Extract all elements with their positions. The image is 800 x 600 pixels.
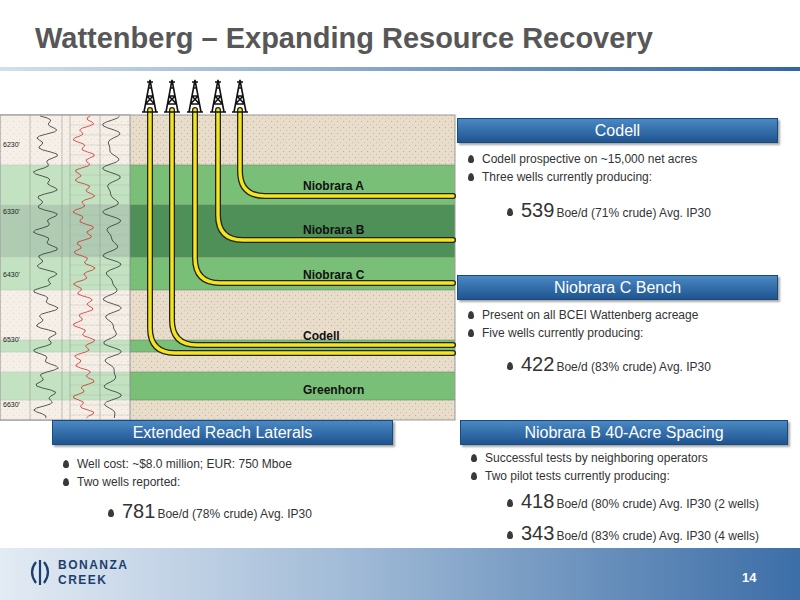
bullet-item: Two pilot tests currently producing: (460, 467, 788, 485)
formation-label: Niobrara A (303, 179, 364, 193)
bullet-drop (468, 311, 474, 319)
bullet-list: Successful tests by neighboring operator… (460, 449, 788, 485)
bullet-text: Codell prospective on ~15,000 net acres (482, 152, 697, 166)
bullet-item: Codell prospective on ~15,000 net acres (457, 150, 778, 168)
formation-label: Niobrara C (303, 268, 364, 282)
info-panel: Niobrara B 40-Acre SpacingSuccessful tes… (460, 420, 788, 545)
depth-label: 6530' (3, 336, 20, 343)
page-number: 14 (742, 570, 756, 585)
stat-unit: Boe/d (71% crude) Avg. IP30 (556, 206, 711, 220)
bullet-drop (468, 173, 474, 181)
logo-text: CREEK (58, 573, 108, 587)
formation-label: Codell (303, 329, 340, 343)
formation-band: Niobrara B (303, 220, 364, 238)
bullet-drop (108, 509, 114, 517)
stat-unit: Boe/d (83% crude) Avg. IP30 (556, 360, 711, 374)
bullet-drop (507, 499, 513, 507)
stat-row: 781Boe/d (78% crude) Avg. IP30 (52, 499, 393, 523)
stat-number: 343 (521, 522, 554, 544)
panel-header: Niobrara C Bench (457, 275, 778, 300)
drilling-rigs (142, 80, 248, 112)
info-panel: Niobrara C BenchPresent on all BCEI Watt… (457, 275, 778, 376)
stat-number: 418 (521, 490, 554, 512)
bullet-drop (63, 478, 69, 486)
bullet-drop (507, 362, 513, 370)
formation-band: Niobrara C (303, 265, 364, 283)
bullet-item: Three wells currently producing: (457, 168, 778, 186)
depth-label: 6330' (3, 208, 20, 215)
info-panel: Extended Reach LateralsWell cost: ~$8.0 … (52, 420, 393, 523)
info-panel: CodellCodell prospective on ~15,000 net … (457, 118, 778, 222)
bullet-drop (468, 329, 474, 337)
panel-header: Niobrara B 40-Acre Spacing (460, 420, 788, 445)
stat-row: 422Boe/d (83% crude) Avg. IP30 (457, 352, 778, 376)
bullet-drop (507, 208, 513, 216)
stat-number: 422 (521, 353, 554, 375)
depth-label: 6430' (3, 271, 20, 278)
depth-label: 6630' (3, 401, 20, 408)
bullet-text: Two pilot tests currently producing: (485, 469, 670, 483)
bullet-item: Five wells currently producing: (457, 324, 778, 342)
cross-section (0, 115, 455, 420)
bullet-item: Successful tests by neighboring operator… (460, 449, 788, 467)
well-paths (150, 110, 453, 353)
stat-row: 418Boe/d (80% crude) Avg. IP30 (2 wells) (460, 489, 788, 513)
formation-label: Greenhorn (303, 383, 364, 397)
formation-label: Niobrara B (303, 223, 364, 237)
stat-unit: Boe/d (83% crude) Avg. IP30 (4 wells) (556, 529, 759, 543)
depth-label: 6230' (3, 141, 20, 148)
formation-band: Niobrara A (303, 176, 364, 194)
stat-unit: Boe/d (78% crude) Avg. IP30 (157, 507, 312, 521)
logo-text: BONANZA (58, 558, 129, 572)
bullet-list: Well cost: ~$8.0 million; EUR: 750 MboeT… (52, 455, 393, 491)
footer-bar (0, 548, 800, 600)
bullet-text: Present on all BCEI Wattenberg acreage (482, 308, 698, 322)
bullet-drop (471, 454, 477, 462)
bullet-drop (468, 155, 474, 163)
stat-number: 539 (521, 199, 554, 221)
formation-band: Codell (303, 326, 340, 344)
bullet-drop (471, 472, 477, 480)
bullet-list: Present on all BCEI Wattenberg acreageFi… (457, 306, 778, 342)
bullet-text: Three wells currently producing: (482, 170, 652, 184)
title-rule (0, 67, 800, 71)
bullet-drop (63, 460, 69, 468)
bullet-item: Two wells reported: (52, 473, 393, 491)
stat-row: 343Boe/d (83% crude) Avg. IP30 (4 wells) (460, 521, 788, 545)
bullet-list: Codell prospective on ~15,000 net acresT… (457, 150, 778, 186)
bullet-text: Two wells reported: (77, 475, 180, 489)
bullet-text: Well cost: ~$8.0 million; EUR: 750 Mboe (77, 457, 292, 471)
stat-number: 781 (122, 500, 155, 522)
stat-row: 539Boe/d (71% crude) Avg. IP30 (457, 198, 778, 222)
bullet-item: Present on all BCEI Wattenberg acreage (457, 306, 778, 324)
slide-title: Wattenberg – Expanding Resource Recovery (35, 22, 653, 55)
formation-band: Greenhorn (303, 380, 364, 398)
stat-unit: Boe/d (80% crude) Avg. IP30 (2 wells) (556, 497, 759, 511)
bullet-text: Successful tests by neighboring operator… (485, 451, 708, 465)
company-logo-icon (32, 560, 48, 585)
bullet-drop (507, 531, 513, 539)
bullet-text: Five wells currently producing: (482, 326, 643, 340)
panel-header: Codell (457, 118, 778, 143)
panel-header: Extended Reach Laterals (52, 420, 393, 445)
bullet-item: Well cost: ~$8.0 million; EUR: 750 Mboe (52, 455, 393, 473)
